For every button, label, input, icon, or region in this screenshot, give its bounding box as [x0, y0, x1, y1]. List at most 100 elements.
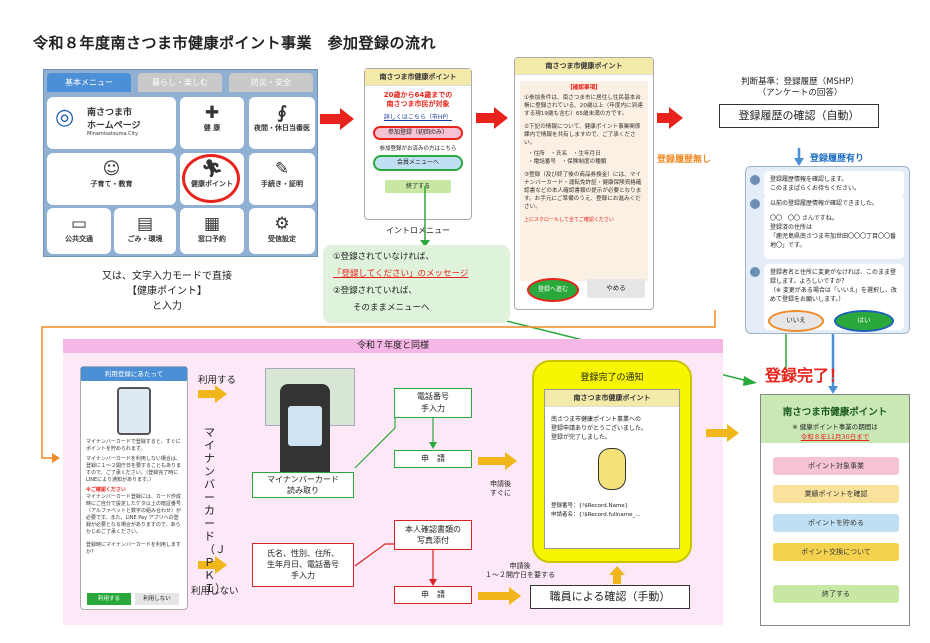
confirm-heading: 【確認事項】: [567, 85, 601, 91]
confirm-item: ・電話番号 ・保険制度の種類: [528, 159, 607, 165]
no-button[interactable]: いいえ: [768, 310, 824, 332]
menu-button-label: 手続き・証明: [261, 180, 303, 188]
member-menu-button-0[interactable]: ポイント対象事業: [773, 457, 899, 475]
menu-button-6[interactable]: ▭公共交通: [47, 208, 111, 254]
note-line: 又は、文字入力モードで直接: [102, 271, 232, 282]
box-line: 手入力: [291, 571, 315, 580]
tab-living[interactable]: 暮らし・楽しむ: [138, 73, 222, 92]
menu-button-sublabel: Minamisatsuma City: [87, 131, 138, 137]
menu-button-4[interactable]: 🏃︎健康ポイント: [180, 153, 244, 205]
bot-avatar-icon: [750, 267, 760, 277]
yellow-up-arrow: [609, 566, 625, 575]
end-button[interactable]: 終了する: [385, 180, 451, 193]
arrow-shaft: [478, 457, 506, 465]
note-line: ①登録されていなければ、: [333, 252, 434, 262]
menu-button-label: ごみ・環境: [127, 235, 163, 243]
menu-button-8[interactable]: ▦窓口予約: [180, 208, 244, 254]
phone-card-icon: [117, 387, 151, 435]
note-line: 「登録してください」のメッセージ: [333, 269, 469, 279]
stethoscope-icon: ∮: [277, 103, 287, 123]
text-input-note: 又は、文字入力モードで直接 【健康ポイント】 と入力: [92, 269, 242, 314]
box-line: 電話番号: [417, 392, 449, 401]
green-arrowhead: [429, 442, 437, 449]
green-arrowhead: [420, 240, 430, 247]
menu-button-9[interactable]: ⚙受信設定: [249, 208, 315, 254]
read-card-box: マイナンバーカード 読み取り: [252, 472, 354, 498]
arrow-shaft: [478, 592, 510, 600]
arrow-shaft: [613, 574, 621, 584]
box-line: 読み取り: [287, 486, 319, 495]
target-line: 20歳から64歳までの: [383, 91, 453, 99]
flow-arrow: [340, 108, 354, 130]
flow-arrow: [494, 107, 508, 129]
menu-button-label: 南さつま市 ホームページ: [87, 108, 141, 131]
screen-question: 登録時にマイナンバーカードを利用しますか？: [86, 542, 181, 555]
after-apply-label-2: 申請後 １～２開庁日を要する: [485, 562, 555, 580]
green-arrowhead: [743, 376, 757, 386]
screen-header: 南さつま市健康ポイント: [782, 407, 888, 418]
chat-line: 登録履歴情報を確認します。: [770, 176, 848, 183]
menu-button-label: 受信設定: [268, 235, 296, 243]
notice-line: 南さつま市健康ポイント事業への: [551, 416, 642, 423]
menu-button-label: 子育て・教育: [90, 180, 133, 188]
yes-button[interactable]: はい: [834, 310, 894, 332]
criteria-line: 判断基準：登録履歴（MSHP）: [741, 77, 859, 87]
tab-safety[interactable]: 防災・安全: [229, 73, 313, 92]
registration-number: 登録番号：{!$Record.Name}: [551, 503, 629, 509]
chat-line: このままぱらくお待ちください。: [770, 185, 861, 192]
smartphone-icon: [280, 384, 330, 482]
proceed-button[interactable]: 登録へ進む: [527, 278, 579, 302]
register-button[interactable]: 参加登録（初回のみ）: [373, 126, 463, 140]
registration-complete-label: 登録完了！: [765, 366, 846, 385]
chat-line: 登録済の住所は: [770, 224, 813, 231]
member-menu-button-1[interactable]: 業績ポイントを確認: [773, 485, 899, 503]
member-menu-button-2[interactable]: ポイントを貯める: [773, 514, 899, 532]
phone-input-box: 電話番号 手入力: [394, 388, 472, 418]
chat-line: （※ 変更がある場合は「いいえ」を選択し、改めて登録をお願いします。）: [770, 287, 897, 303]
chat-bubble: 以前の登録履歴情報が確認できました。 〇〇 〇〇 さんですね。 登録済の住所は …: [764, 195, 904, 259]
use-label: 利用する: [198, 375, 237, 386]
confirm-text: ①参加条件は、南さつま市に居住し住民基本台帳に登録されている、20歳以上（年度内…: [524, 95, 643, 117]
member-menu-button-4[interactable]: 終了する: [773, 585, 899, 603]
city-logo-icon: ◎: [55, 105, 75, 130]
health-icon: ✚: [204, 103, 220, 123]
calendar-icon: ▦: [203, 214, 221, 234]
confirm-text: ③登録（及び終了後の商品券換金）には、マイナンバーカード・運転免許証・健康保険資…: [524, 172, 642, 210]
page-title: 令和８年度南さつま市健康ポイント事業 参加登録の流れ: [33, 34, 437, 52]
target-line: 南さつま市民が対象: [386, 100, 450, 108]
menu-button-7[interactable]: ▤ごみ・環境: [114, 208, 176, 254]
note-line: そのままメニューへ: [353, 303, 430, 313]
tab-basic-menu[interactable]: 基本メニュー: [47, 73, 131, 92]
confirm-item: ・住所 ・氏名 ・生年月日: [528, 151, 601, 157]
screen-text: マイナンバーカードで登録すると、すぐにポイントを貯められます。: [86, 439, 181, 452]
blue-arrowhead: [828, 386, 838, 394]
intro-caption: イントロメニュー: [386, 226, 450, 235]
menu-button-5[interactable]: ✎手続き・証明: [249, 153, 315, 205]
menu-button-1[interactable]: ✚健 康: [180, 97, 244, 149]
label-line: １～２開庁日を要する: [485, 571, 555, 579]
staff-check-box: 職員による確認（手動）: [530, 585, 690, 609]
use-card-button[interactable]: 利用する: [87, 593, 131, 605]
arrow-shaft: [657, 113, 671, 123]
menu-button-2[interactable]: ∮夜間・休日当番医: [249, 97, 315, 149]
details-link[interactable]: 詳しくはこちら（市HP）: [383, 114, 453, 121]
not-use-card-button[interactable]: 利用しない: [135, 593, 179, 605]
warning-heading: ※ご確認ください: [86, 487, 126, 493]
period-label: ※ 健康ポイント事業の期間は: [792, 423, 878, 431]
cancel-button[interactable]: やめる: [587, 279, 645, 298]
yellow-arrow: [509, 587, 521, 605]
arrow-shaft: [198, 390, 216, 398]
highlight-circle: [182, 154, 240, 203]
form-icon: ✎: [274, 159, 290, 179]
chat-line: 以前の登録履歴情報が確認できました。: [770, 200, 879, 207]
after-apply-label: 申請後 すぐに: [490, 480, 511, 498]
notice-line: 登録申請ありがとうございました。: [551, 425, 648, 432]
member-menu-button[interactable]: 会員メニューへ: [373, 155, 463, 171]
member-menu-button-3[interactable]: ポイント交換について: [773, 543, 899, 561]
note-line: と入力: [152, 301, 182, 312]
green-connector: [354, 406, 396, 469]
menu-button-3[interactable]: ☺子育て・教育: [47, 153, 176, 205]
completion-notice-frame: 登録完了の通知 南さつま市健康ポイント 南さつま市健康ポイント事業への 登録申請…: [532, 360, 692, 563]
screen-text: マイナンバーカード登録には、カード作成時にご自分で設定したケタ以上の暗証番号（ア…: [86, 494, 181, 535]
